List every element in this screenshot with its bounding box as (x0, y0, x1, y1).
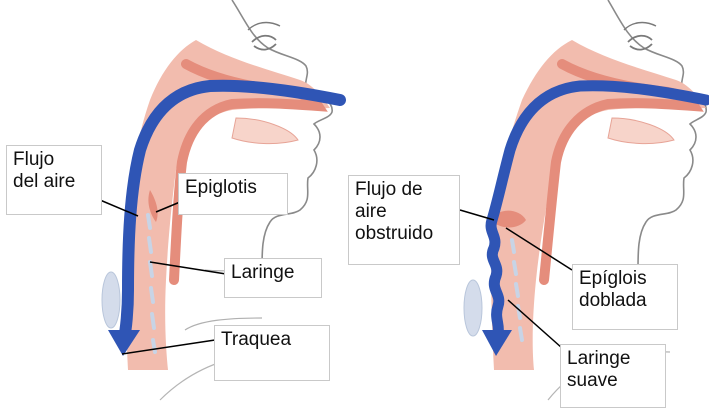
label-airflow: Flujo del aire (6, 145, 102, 215)
right-head-figure (464, 0, 706, 400)
label-trachea: Traquea (214, 325, 330, 381)
label-epiglottis: Epiglotis (178, 173, 288, 215)
label-soft-larynx: Laringe suave (560, 344, 666, 408)
label-larynx: Laringe (224, 258, 322, 298)
label-obstructed-airflow: Flujo de aire obstruido (348, 175, 460, 265)
label-bent-epiglottis: Epíglois doblada (572, 264, 678, 330)
